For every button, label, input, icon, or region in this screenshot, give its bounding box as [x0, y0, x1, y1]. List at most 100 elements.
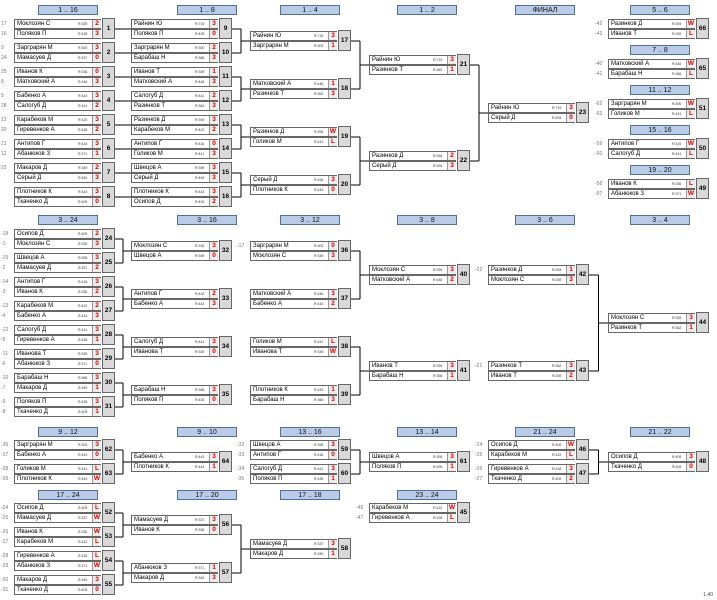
player-name: Карабеков М: [17, 303, 54, 309]
player-score: 2: [209, 44, 218, 52]
player-name: Салогуб Д: [611, 151, 641, 157]
player-name: Моклозян С: [611, 315, 645, 321]
player-rating: R:443: [195, 465, 205, 469]
player-name: Бабенко А: [17, 93, 46, 99]
player-score: 3: [92, 78, 101, 86]
player-rating: R:441: [195, 152, 205, 156]
round-header-21-22: 21 .. 22: [630, 427, 690, 437]
player-score: L: [92, 465, 101, 473]
seed-number: -57: [595, 191, 603, 197]
seed-number: 12: [1, 151, 7, 157]
match-number: 63: [102, 463, 115, 484]
player-rating: R:446: [672, 62, 682, 66]
player-score: W: [686, 20, 695, 28]
player-rating: R:441: [195, 94, 205, 98]
seed-number: 13: [1, 117, 7, 123]
player-name: Антипов Г: [611, 141, 640, 147]
player-name: Мамасуев Д: [17, 55, 52, 61]
seed-number: -9: [1, 399, 6, 405]
player-score: 0: [566, 114, 575, 122]
match-number: 29: [102, 348, 115, 369]
player-rating: R:416: [195, 142, 205, 146]
player-rating: R:339: [552, 374, 562, 378]
player-name: Салогуб Д: [134, 93, 164, 99]
match-number: 56: [219, 514, 232, 535]
player-name: Моклозян С: [134, 243, 168, 249]
seed-number: -25: [475, 452, 483, 458]
player-score: 3: [209, 102, 218, 110]
player-name: Гиревенков А: [372, 515, 410, 521]
seed-number: -26: [475, 466, 483, 472]
match-number: 49: [696, 178, 709, 199]
player-name: Зарграрян М: [611, 101, 647, 107]
player-name: Макаров Д: [253, 551, 284, 557]
player-score: 0: [209, 140, 218, 148]
seed-number: -26: [1, 529, 9, 535]
player-rating: R:339: [78, 22, 88, 26]
seed-number: -63: [595, 111, 603, 117]
seed-number: -41: [595, 71, 603, 77]
player-name: Разинков Д: [372, 153, 404, 159]
player-name: Моклозян С: [372, 267, 406, 273]
player-rating: R:337: [78, 516, 88, 520]
player-rating: R:435: [195, 398, 205, 402]
seed-number: -42: [595, 21, 603, 27]
player-score: 3: [92, 374, 101, 382]
player-name: Карабеков М: [491, 452, 528, 458]
player-name: Голиков М: [253, 339, 282, 345]
player-name: Голиков М: [611, 111, 640, 117]
seed-number: -34: [237, 466, 245, 472]
player-score: W: [566, 441, 575, 449]
seed-number: -10: [1, 375, 9, 381]
player-score: 2: [209, 126, 218, 134]
player-name: Иванов К: [17, 289, 43, 295]
player-name: Макаров Д: [17, 165, 48, 171]
player-rating: R:395: [314, 443, 324, 447]
seed-number: 21: [1, 141, 7, 147]
seed-number: -22: [475, 267, 483, 273]
player-score: 3: [328, 252, 337, 260]
player-rating: R:339: [78, 352, 88, 356]
player-rating: R:300: [78, 46, 88, 50]
player-name: Барабаш Н: [17, 375, 49, 381]
match-number: 19: [338, 126, 351, 147]
player-rating: R:441: [78, 104, 88, 108]
player-score: 1: [92, 384, 101, 392]
player-score: 2: [92, 20, 101, 28]
player-name: Макаров Д: [17, 577, 48, 583]
player-rating: R:428: [552, 467, 562, 471]
player-score: 3: [92, 398, 101, 406]
player-name: Райнин Ю: [491, 105, 520, 111]
player-score: 3: [209, 54, 218, 62]
player-rating: R:422: [195, 128, 205, 132]
seed-number: 9: [1, 45, 4, 51]
seed-number: -12: [1, 327, 9, 333]
